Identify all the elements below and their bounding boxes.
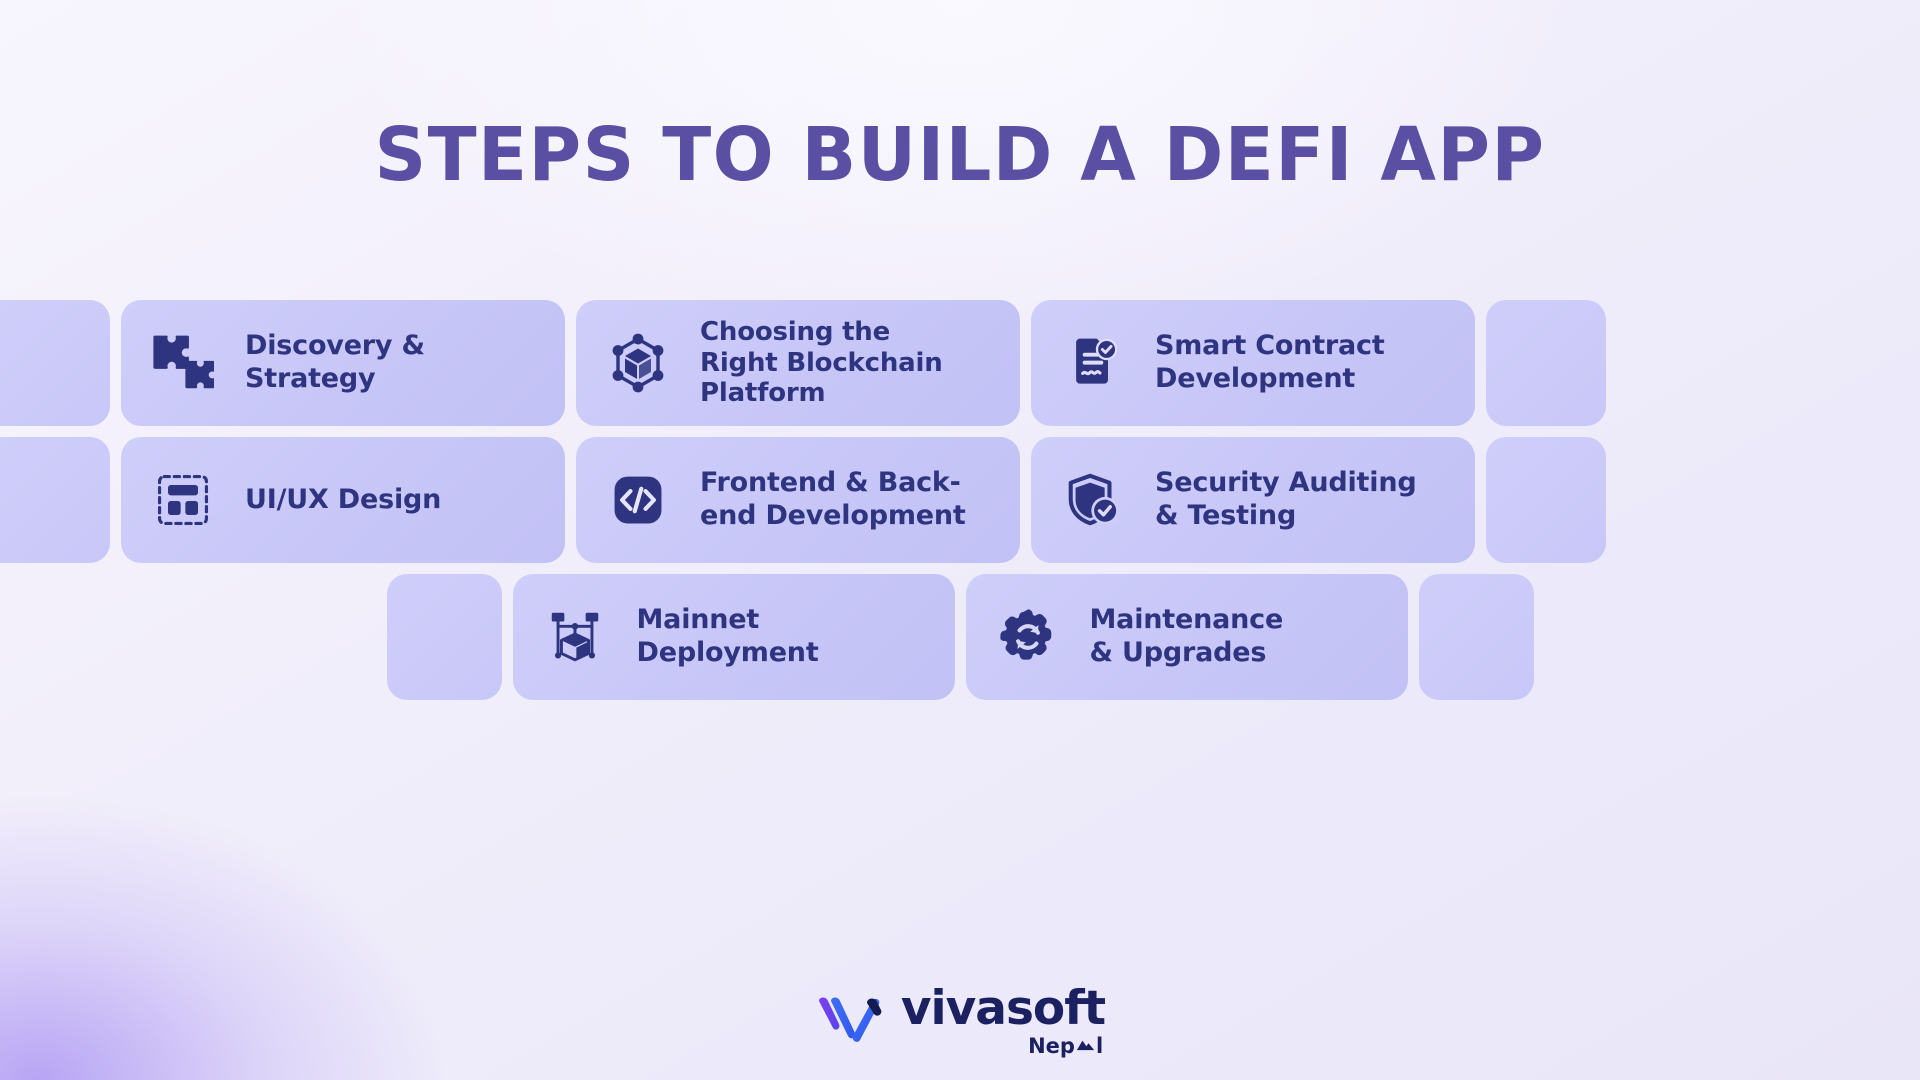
vivasoft-w-logo-icon (815, 995, 887, 1051)
step-card-label: UI/UX Design (245, 483, 442, 515)
puzzle-icon (147, 327, 219, 399)
page-title-container: STEPS TO BUILD A DEFI APP (0, 118, 1920, 192)
shield-check-icon (1057, 464, 1129, 536)
steps-grid: Discovery &Strategy (0, 300, 1920, 711)
step-card-label: Maintenance& Upgrades (1089, 604, 1284, 668)
step-card-frontend-backend[interactable]: Frontend & Back-end Development (576, 437, 1020, 563)
wireframe-icon (147, 464, 219, 536)
steps-row-2: UI/UX Design Frontend & Back-end Develop… (0, 437, 1920, 563)
contract-check-icon (1057, 327, 1129, 399)
step-card-security-auditing[interactable]: Security Auditing& Testing (1031, 437, 1475, 563)
step-card-discovery-strategy[interactable]: Discovery &Strategy (121, 300, 565, 426)
step-card-label: Security Auditing& Testing (1155, 467, 1417, 531)
mountain-glyph-icon (1076, 1040, 1095, 1051)
decorative-card-left-row3 (386, 574, 502, 700)
deployment-network-icon (539, 601, 611, 673)
decorative-card-right-row1 (1486, 300, 1606, 426)
steps-row-1: Discovery &Strategy (0, 300, 1920, 426)
logo-text-block: vivasoft Nep l (900, 981, 1106, 1058)
logo-subtitle-suffix: l (1095, 1034, 1104, 1058)
decorative-card-left-row2 (0, 437, 110, 563)
page-title: STEPS TO BUILD A DEFI APP (374, 112, 1546, 198)
step-card-maintenance-upgrades[interactable]: Maintenance& Upgrades (965, 574, 1408, 700)
vivasoft-logo: vivasoft Nep l (0, 981, 1920, 1058)
logo-subtitle: Nep l (1028, 1034, 1103, 1058)
step-card-label: Frontend & Back-end Development (700, 467, 966, 531)
gear-refresh-icon (992, 601, 1064, 673)
logo-subtitle-prefix: Nep (1028, 1034, 1075, 1058)
step-card-uiux-design[interactable]: UI/UX Design (121, 437, 565, 563)
blockchain-node-icon (602, 327, 674, 399)
step-card-label: Discovery &Strategy (245, 330, 425, 394)
decorative-card-right-row3 (1418, 574, 1534, 700)
decorative-card-right-row2 (1486, 437, 1606, 563)
logo-wordmark: vivasoft (900, 981, 1106, 1037)
decorative-card-left-row1 (0, 300, 110, 426)
code-brackets-icon (602, 464, 674, 536)
